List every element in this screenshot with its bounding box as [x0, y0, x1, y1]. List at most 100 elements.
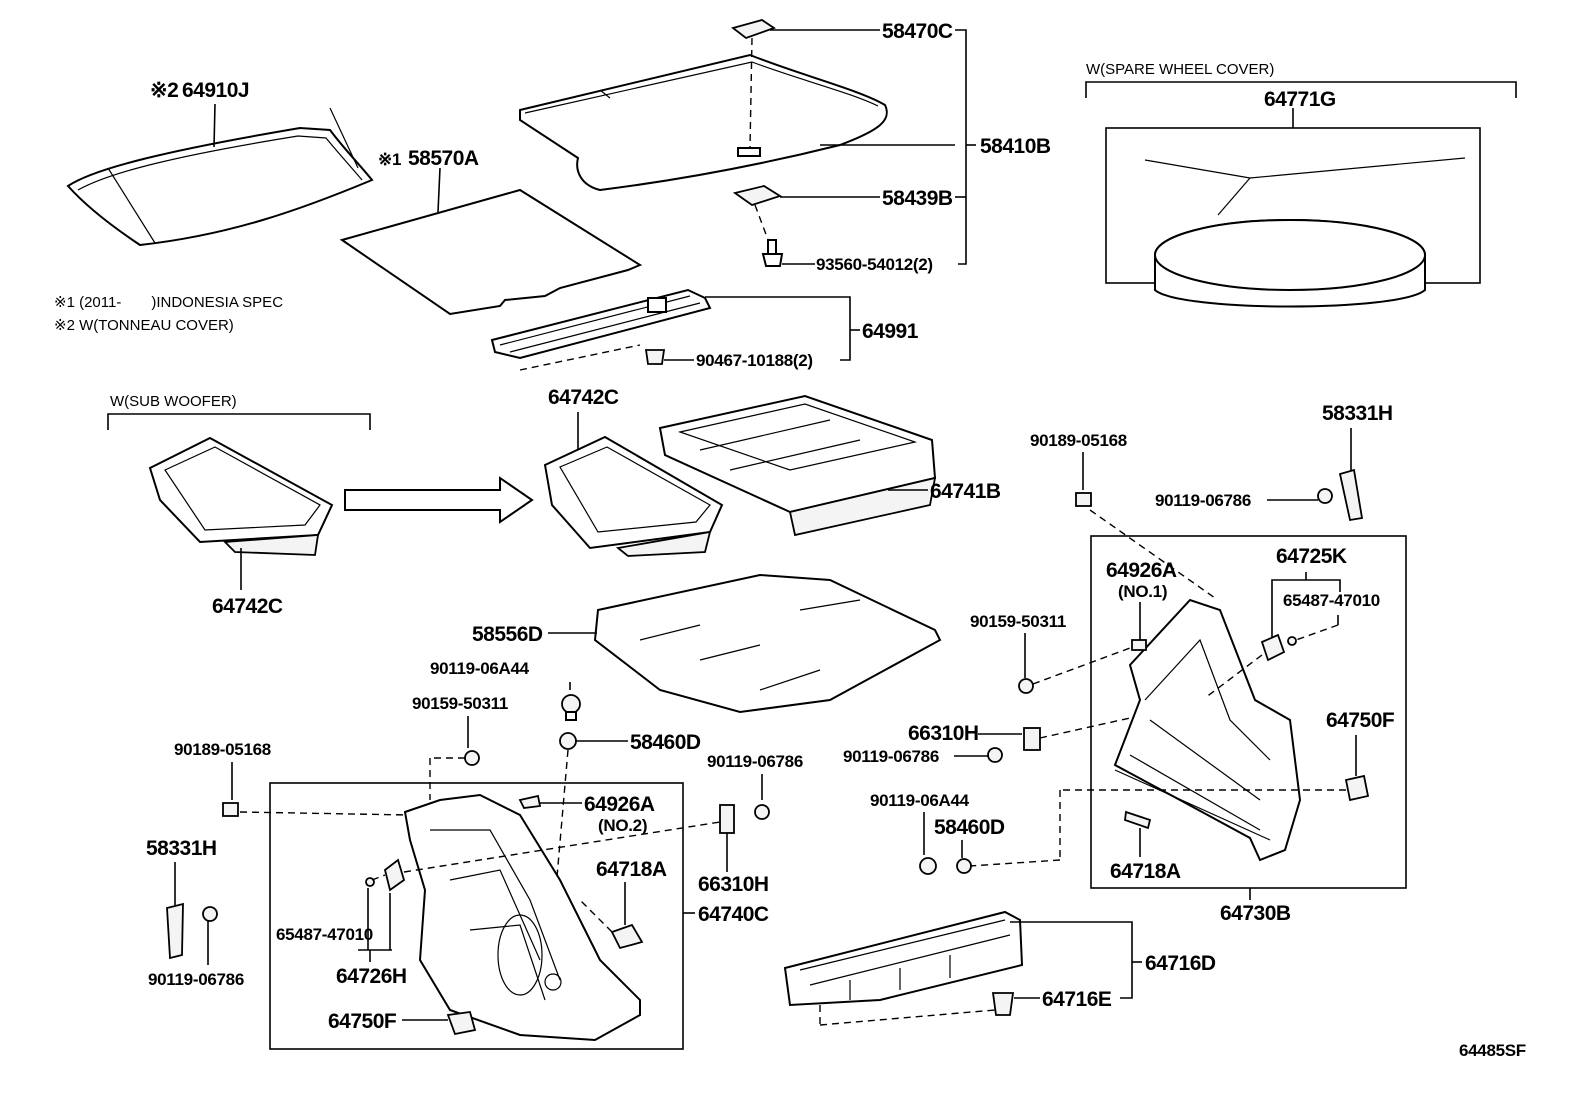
label-58570A: 58570A: [408, 147, 479, 170]
bracket-64726H-illustration: [383, 858, 406, 892]
trim-64991-illustration: [490, 288, 712, 360]
figure-code: 64485SF: [1459, 1041, 1526, 1060]
clip-58460D-right-illustration: [956, 858, 972, 874]
spare-wheel-cover-illustration: [1144, 157, 1466, 308]
bolt-90119-06786-mid-illustration: [987, 747, 1003, 763]
clip-90189-left-illustration: [222, 802, 239, 817]
luggage-mat-illustration: [339, 188, 643, 316]
label-65487-47010-left: 65487-47010: [276, 925, 373, 944]
label-58460D-right: 58460D: [934, 816, 1005, 839]
label-58439B: 58439B: [882, 187, 953, 210]
bracket-64725K-illustration: [1260, 633, 1286, 662]
clip-64716E-illustration: [991, 992, 1015, 1016]
bolt-90119-06786-center-illustration: [754, 804, 770, 820]
label-64716E: 64716E: [1042, 988, 1112, 1011]
label-64730B: 64730B: [1220, 902, 1291, 925]
bolt-90119-06786-right-illustration: [1317, 488, 1333, 504]
bracket-58331H-right-illustration: [1338, 468, 1364, 522]
label-58331H-left: 58331H: [146, 837, 217, 860]
label-64750F-left: 64750F: [328, 1010, 397, 1033]
64730B-group-box: [1090, 535, 1407, 889]
clip-90119-06A44-right-illustration: [919, 857, 937, 875]
tonneau-cover-illustration: [66, 107, 374, 247]
leader-64910J: [213, 103, 216, 148]
label-90119-06A44-left: 90119-06A44: [430, 659, 530, 678]
label-90119-06786-mid: 90119-06786: [843, 747, 939, 766]
label-90159-50311-right: 90159-50311: [970, 612, 1066, 631]
clip-90467-illustration: [644, 349, 666, 365]
replacement-arrow: [344, 476, 534, 524]
label-58470C: 58470C: [882, 20, 953, 43]
label-64771G: 64771G: [1264, 88, 1336, 111]
plate-64718A-left-illustration: [610, 923, 644, 950]
quarter-trim-right-illustration: [1113, 598, 1302, 862]
clip-90189-right-illustration: [1075, 492, 1092, 507]
plate-64718A-right-illustration: [1124, 810, 1152, 830]
screw-65487-right-illustration: [1287, 636, 1297, 646]
clip-90119-06A44-left-illustration: [561, 694, 581, 721]
leader-64991: [705, 296, 851, 361]
label-90119-06786-left: 90119-06786: [148, 970, 244, 989]
screw-93560-illustration: [761, 239, 784, 267]
sub-woofer-box-left-illustration: [148, 436, 334, 556]
quarter-trim-left-illustration: [403, 793, 641, 1042]
label-58556D: 58556D: [472, 623, 543, 646]
label-65487-47010-right: 65487-47010: [1283, 591, 1380, 610]
label-64718A-left: 64718A: [596, 858, 667, 881]
label-64926A-right-sub: (NO.1): [1118, 582, 1167, 601]
label-64740C: 64740C: [698, 903, 769, 926]
label-58460D-left: 58460D: [630, 731, 701, 754]
sub-woofer-box-right-illustration: [543, 435, 724, 557]
note-tonneau-cover: ※2 W(TONNEAU COVER): [54, 317, 234, 334]
clip-66310H-right-illustration: [1023, 727, 1041, 751]
label-90467-10188: 90467-10188(2): [696, 351, 813, 370]
label-64926A-left-sub: (NO.2): [598, 816, 647, 835]
bolt-90119-06786-left-illustration: [202, 906, 218, 922]
spare-wheel-group-label: W(SPARE WHEEL COVER): [1086, 61, 1274, 78]
64740C-group-box: [269, 782, 684, 1050]
label-64750F-right: 64750F: [1326, 709, 1395, 732]
clip-64750F-right-illustration: [1344, 774, 1370, 802]
clip-58439B-illustration: [732, 185, 783, 206]
label-64741B: 64741B: [930, 480, 1001, 503]
bracket-58331H-left-illustration: [166, 902, 184, 960]
label-64926A-right: 64926A: [1106, 559, 1177, 582]
deck-board-illustration: [519, 53, 888, 192]
label-64725K: 64725K: [1276, 545, 1347, 568]
clip-64750F-left-illustration: [446, 1011, 477, 1036]
label-66310H-right: 66310H: [908, 722, 979, 745]
label-64742C-left: 64742C: [212, 595, 283, 618]
label-90189-05168-left: 90189-05168: [174, 740, 271, 759]
clip-58460D-left-illustration: [559, 732, 577, 750]
leader-58570A: [437, 167, 441, 213]
label-64926A-left: 64926A: [584, 793, 655, 816]
label-64742C-top: 64742C: [548, 386, 619, 409]
label-64910J: 64910J: [182, 79, 249, 102]
sub-woofer-group-label: W(SUB WOOFER): [110, 393, 237, 410]
label-90119-06A44-right: 90119-06A44: [870, 791, 970, 810]
mark-2: ※2: [150, 79, 178, 102]
clip-66310H-left-illustration: [719, 804, 735, 834]
label-90119-06786-right: 90119-06786: [1155, 491, 1251, 510]
tray-64741B-illustration: [658, 394, 937, 537]
label-58410B: 58410B: [980, 135, 1051, 158]
label-90159-50311-left: 90159-50311: [412, 694, 508, 713]
clip-64926A-left-illustration: [518, 794, 542, 809]
scuff-plate-64716D-illustration: [783, 910, 1024, 1007]
bolt-90159-left-illustration: [464, 750, 480, 766]
label-64991: 64991: [862, 320, 919, 343]
floor-silencer-58556D-illustration: [593, 573, 942, 714]
label-64726H: 64726H: [336, 965, 407, 988]
clip-58470C-illustration: [731, 19, 776, 40]
note-indonesia-spec: ※1 (2011- )INDONESIA SPEC: [54, 294, 283, 311]
label-90119-06786-center: 90119-06786: [707, 752, 803, 771]
label-58331H-right: 58331H: [1322, 402, 1393, 425]
mark-1: ※1: [378, 150, 401, 169]
label-93560-54012: 93560-54012(2): [816, 255, 933, 274]
label-90189-05168-right: 90189-05168: [1030, 431, 1127, 450]
label-66310H-left: 66310H: [698, 873, 769, 896]
clip-64926A-right-illustration: [1131, 639, 1147, 651]
bolt-90159-right-illustration: [1018, 678, 1034, 694]
label-64718A-right: 64718A: [1110, 860, 1181, 883]
